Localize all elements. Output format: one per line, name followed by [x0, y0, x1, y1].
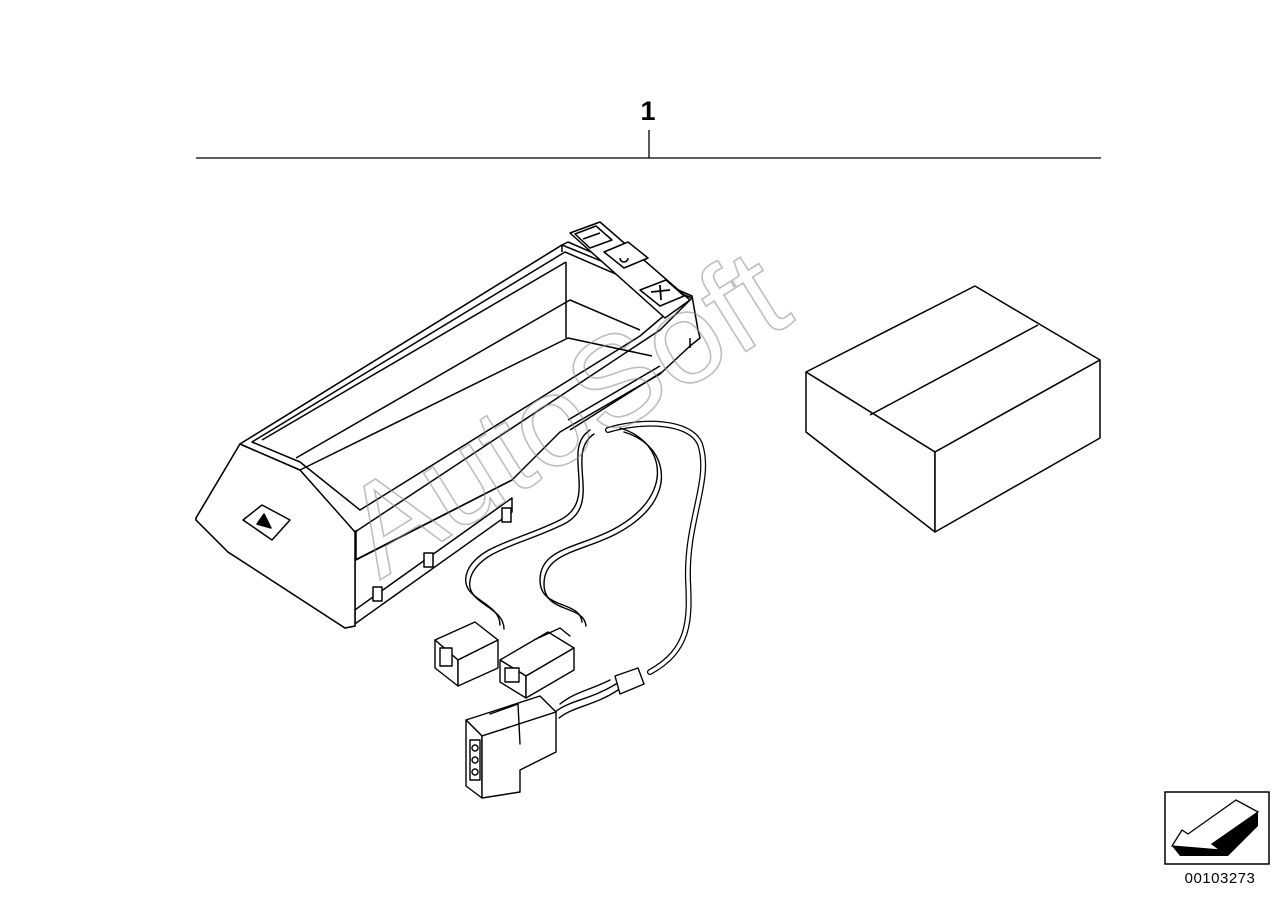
carton-box-icon: [805, 285, 1101, 533]
callout-1: [196, 130, 1101, 159]
wiring-harness-icon: [434, 420, 707, 799]
part-number-callout[interactable]: 1: [640, 96, 656, 126]
diagram-number: 00103273: [1184, 870, 1256, 887]
orientation-arrow-icon[interactable]: [1164, 791, 1270, 865]
center-console-icon: [195, 221, 701, 629]
